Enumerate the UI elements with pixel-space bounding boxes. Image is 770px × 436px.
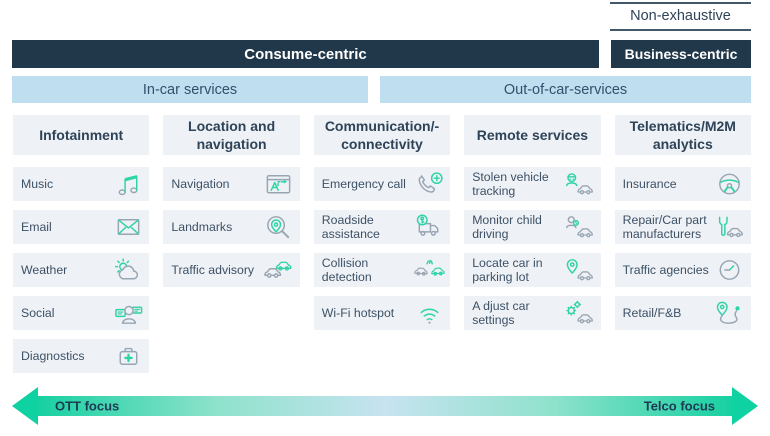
column-header-telematics-m2m: Telematics/M2M analytics: [614, 115, 751, 155]
service-cell: Locate car in parking lot: [464, 253, 601, 287]
navigation-map-icon: [263, 170, 295, 198]
email-envelope-icon: [112, 213, 144, 241]
service-label: Traffic advisory: [171, 262, 255, 277]
service-cell: Wi-Fi hotspot: [313, 296, 451, 330]
out-of-car-services-bar: Out-of-car-services: [380, 76, 751, 103]
locate-car-pin-icon: [564, 256, 596, 284]
repair-wrench-car-icon: [714, 213, 746, 241]
service-label: Collision detection: [321, 255, 372, 285]
service-label: Retail/F&B: [622, 305, 682, 320]
service-label: Social: [21, 305, 55, 320]
service-cell: Retail/F&B: [614, 296, 751, 330]
service-label: Weather: [21, 262, 68, 277]
column-header-location-navigation: Location and navigation: [163, 115, 300, 155]
service-label: Roadside assistance: [321, 212, 380, 242]
divider: [610, 29, 751, 31]
service-cell: A djust car settings: [464, 296, 601, 330]
divider: [610, 2, 751, 4]
consumer-centric-bar: Consume-centric: [12, 40, 599, 68]
adjust-car-gears-icon: [564, 299, 596, 327]
service-label: Navigation: [171, 176, 230, 191]
non-exhaustive-tag: Non-exhaustive: [610, 2, 751, 31]
landmarks-search-pin-icon: [263, 213, 295, 241]
traffic-agencies-clock-icon: [714, 256, 746, 284]
service-label: Locate car in parking lot: [472, 255, 543, 285]
service-cell: Landmarks: [163, 210, 300, 244]
service-cell: Monitor child driving: [464, 210, 601, 244]
service-cell: Diagnostics: [13, 339, 150, 373]
service-cell: Traffic advisory: [163, 253, 300, 287]
roadside-truck-icon: [413, 213, 445, 241]
stolen-vehicle-tracking-icon: [564, 170, 596, 198]
service-cell: Insurance: [614, 167, 751, 201]
service-label: Emergency call: [321, 176, 406, 191]
service-cell: Emergency call: [313, 167, 451, 201]
service-label: Insurance: [622, 176, 677, 191]
monitor-child-driving-icon: [564, 213, 596, 241]
service-label: Stolen vehicle tracking: [472, 169, 549, 199]
social-person-chat-icon: [112, 299, 144, 327]
column-header-infotainment: Infotainment: [13, 115, 150, 155]
diagnostics-first-aid-icon: [112, 342, 144, 370]
collision-cars-icon: [413, 256, 445, 284]
column-header-remote-services: Remote services: [464, 115, 601, 155]
ott-focus-label: OTT focus: [55, 398, 120, 414]
service-cell: Traffic agencies: [614, 253, 751, 287]
traffic-cars-icon: [263, 256, 295, 284]
arrow-gradient-body: OTT focus Telco focus: [37, 396, 733, 416]
telco-focus-label: Telco focus: [643, 398, 715, 414]
service-cell: Stolen vehicle tracking: [464, 167, 601, 201]
service-cell: Social: [13, 296, 150, 330]
service-cell: Email: [13, 210, 150, 244]
service-label: Landmarks: [171, 219, 233, 234]
insurance-steering-wheel-icon: [714, 170, 746, 198]
arrow-right-head: [732, 387, 758, 425]
service-label: Repair/Car part manufacturers: [622, 212, 707, 242]
in-car-services-bar: In-car services: [12, 76, 368, 103]
service-cell: Collision detection: [313, 253, 451, 287]
service-label: Wi-Fi hotspot: [321, 305, 395, 320]
service-label: Traffic agencies: [622, 262, 709, 277]
service-cell: Roadside assistance: [313, 210, 451, 244]
business-centric-bar: Business-centric: [611, 40, 751, 68]
non-exhaustive-label: Non-exhaustive: [630, 8, 731, 24]
service-label: Music: [21, 176, 54, 191]
service-label: Email: [21, 219, 52, 234]
service-cell: Weather: [13, 253, 150, 287]
weather-sun-cloud-icon: [112, 256, 144, 284]
service-label: Monitor child driving: [472, 212, 542, 242]
wifi-hotspot-icon: [413, 299, 445, 327]
music-notes-icon: [112, 170, 144, 198]
arrow-left-head: [12, 387, 38, 425]
service-cell: Repair/Car part manufacturers: [614, 210, 751, 244]
retail-pin-route-icon: [714, 299, 746, 327]
service-label: Diagnostics: [21, 348, 85, 363]
column-header-communication-connectivity: Communication/- connectivity: [313, 115, 451, 155]
service-label: A djust car settings: [472, 298, 530, 328]
service-cell: Navigation: [163, 167, 300, 201]
service-cell: Music: [13, 167, 150, 201]
focus-spectrum-arrow: OTT focus Telco focus: [12, 386, 758, 426]
emergency-call-phone-icon: [413, 170, 445, 198]
